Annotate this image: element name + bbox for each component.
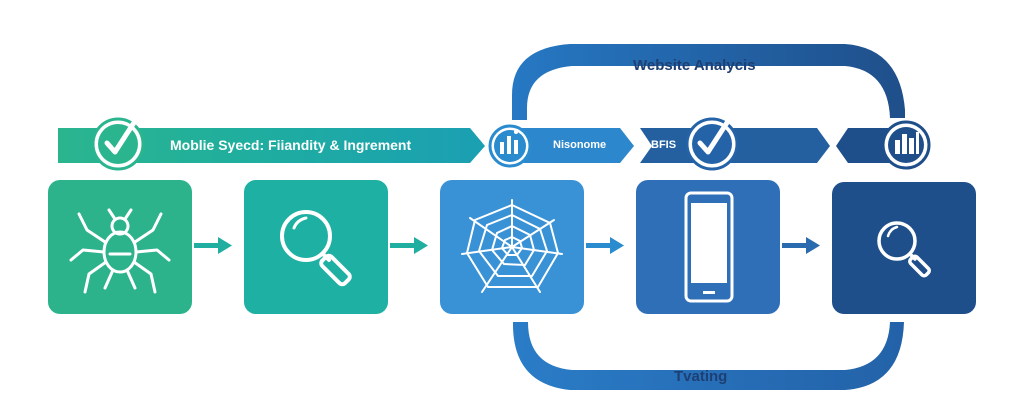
search-icon — [877, 221, 931, 278]
spider-web-icon — [461, 199, 563, 293]
flow-arrow-4 — [782, 237, 820, 254]
top-arc-band — [512, 44, 905, 120]
banner-seg2-label: Nisonome — [553, 139, 607, 151]
banner-segment-2 — [515, 128, 634, 163]
check-circle-icon-2 — [685, 103, 747, 171]
step-box-phone — [636, 180, 780, 314]
flow-arrow-2 — [390, 237, 428, 254]
step-box-web — [440, 180, 584, 314]
magnifier-icon — [280, 210, 352, 287]
flow-arrow-1 — [194, 237, 232, 254]
bottom-arc-label: Tvating — [674, 368, 728, 385]
bottom-arc-band — [512, 322, 904, 390]
top-arc-label: Website Analycis — [633, 57, 756, 74]
banner-main-label: Moblie Syecd: Fiiandity & Ingrement — [170, 137, 412, 153]
banner-seg3-label: BFIS — [651, 139, 677, 151]
smartphone-icon — [684, 191, 734, 303]
check-circle-icon-1 — [91, 103, 154, 171]
banner-segment-main — [58, 128, 485, 163]
spider-icon — [69, 208, 171, 294]
bar-chart-circle-icon-2 — [881, 120, 931, 170]
step-box-search — [832, 182, 976, 314]
flow-arrow-3 — [586, 237, 624, 254]
step-box-magnifier — [244, 180, 388, 314]
step-box-spider — [48, 180, 192, 314]
bar-chart-circle-icon — [488, 124, 532, 168]
